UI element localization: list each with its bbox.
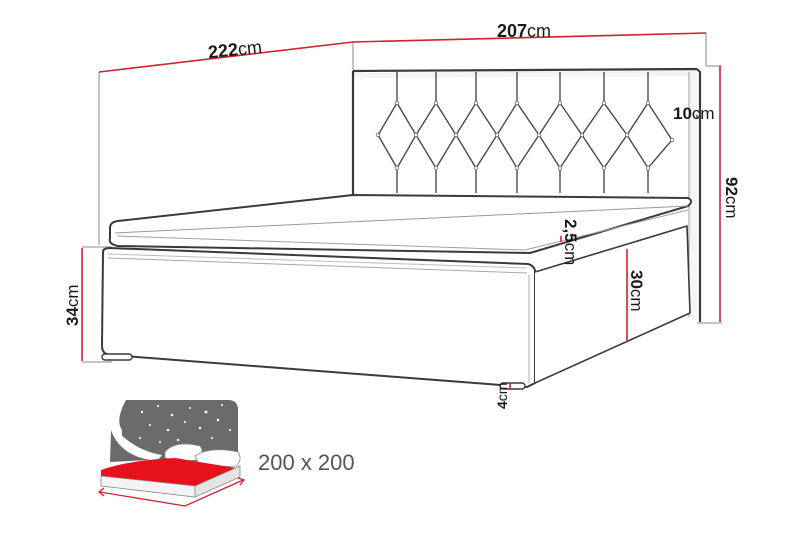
frame-height-label: 30cm (627, 270, 646, 312)
length-line (98, 41, 354, 73)
mattress-size-label: 200 x 200 (258, 450, 355, 475)
tufting-buttons (375, 100, 675, 171)
bed-height-label: 34cm (63, 284, 82, 326)
bed-frame (101, 225, 691, 390)
length-label: 222cm (207, 37, 263, 63)
width-line (352, 32, 707, 43)
leg-height-label: 4cm (494, 383, 510, 409)
headboard (108, 67, 702, 322)
headboard-thickness-label: 10cm (673, 104, 715, 123)
mattress-topper (108, 194, 692, 254)
headboard-tufting (377, 72, 673, 193)
width-label: 207cm (497, 21, 551, 41)
leg-right (499, 382, 526, 390)
dimension-lines (81, 32, 721, 389)
extension-lines (82, 33, 722, 363)
dimension-labels: 222cm 207cm 10cm 92cm 2,5cm 30cm 34cm 4c… (63, 21, 741, 409)
total-height-label: 92cm (722, 177, 741, 219)
leg-left (101, 353, 133, 361)
topper-thickness-label: 2,5cm (561, 219, 580, 265)
bed-with-stars-icon (97, 400, 246, 507)
